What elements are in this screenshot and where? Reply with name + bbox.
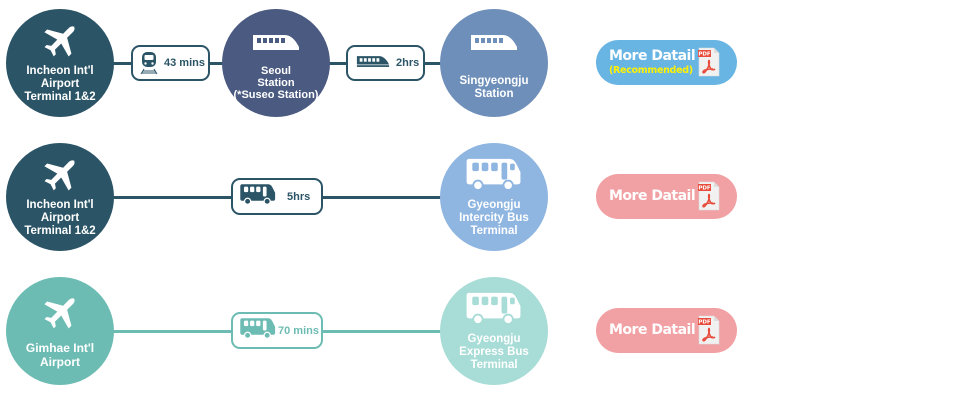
origin-label: Incheon Int'l Airport Terminal 1&2 (24, 65, 96, 103)
pdf-icon: PDF (698, 181, 720, 211)
stop-node: Seoul Station (*Suseo Station) (222, 9, 330, 117)
bus-icon (239, 183, 277, 210)
destination-node: Gyeongju Express Bus Terminal (440, 277, 548, 385)
segment-duration-pill: 43 mins (131, 45, 210, 81)
more-detail-button[interactable]: More Datail PDF (596, 308, 737, 353)
airplane-icon (41, 23, 79, 61)
more-detail-button[interactable]: More Datail (Recommended) PDF (596, 40, 737, 85)
segment-duration-pill: 70 mins (231, 312, 323, 349)
pdf-tag: PDF (698, 186, 711, 192)
segment-duration: 2hrs (396, 57, 420, 69)
origin-node: Incheon Int'l Airport Terminal 1&2 (6, 9, 114, 117)
train-icon (469, 23, 519, 61)
destination-label: Gyeongju Intercity Bus Terminal (459, 199, 529, 237)
destination-label: Gyeongju Express Bus Terminal (459, 333, 529, 371)
segment-duration: 70 mins (278, 324, 319, 337)
destination-node: Gyeongju Intercity Bus Terminal (440, 143, 548, 251)
destination-node: Singyeongju Station (440, 9, 548, 117)
segment-duration-pill: 2hrs (346, 45, 425, 81)
airplane-icon (41, 295, 79, 333)
origin-node: Incheon Int'l Airport Terminal 1&2 (6, 143, 114, 251)
pdf-tag: PDF (698, 52, 711, 58)
destination-label: Singyeongju Station (459, 75, 529, 100)
stop-label: Seoul Station (*Suseo Station) (233, 65, 319, 101)
train-icon (251, 23, 301, 61)
route-gimhae-to-gyeongju-express-bus: Gimhae Int'l Airport 70 mins Gyeongju Ex… (0, 268, 964, 402)
more-detail-button[interactable]: More Datail PDF (596, 174, 737, 219)
origin-label: Incheon Int'l Airport Terminal 1&2 (24, 199, 96, 237)
airplane-icon (41, 157, 79, 195)
bus-icon (465, 289, 523, 327)
ktx-train-icon (354, 54, 392, 73)
origin-label: Gimhae Int'l Airport (25, 341, 95, 369)
route-incheon-to-singyeongju-train: Incheon Int'l Airport Terminal 1&2 43 mi… (0, 0, 964, 134)
more-detail-label: More Datail (609, 322, 696, 338)
recommended-label: (Recommended) (609, 65, 693, 76)
more-detail-label: More Datail (609, 48, 696, 64)
segment-duration: 43 mins (164, 57, 205, 69)
pdf-icon: PDF (698, 315, 720, 345)
segment-duration: 5hrs (287, 190, 311, 203)
subway-train-icon (140, 51, 158, 75)
bus-icon (239, 317, 277, 344)
segment-duration-pill: 5hrs (231, 178, 323, 215)
pdf-icon: PDF (698, 47, 720, 77)
bus-icon (465, 155, 523, 193)
origin-node: Gimhae Int'l Airport (6, 277, 114, 385)
route-incheon-to-gyeongju-intercity-bus: Incheon Int'l Airport Terminal 1&2 5hrs … (0, 134, 964, 268)
more-detail-label: More Datail (609, 188, 696, 204)
pdf-tag: PDF (698, 320, 711, 326)
